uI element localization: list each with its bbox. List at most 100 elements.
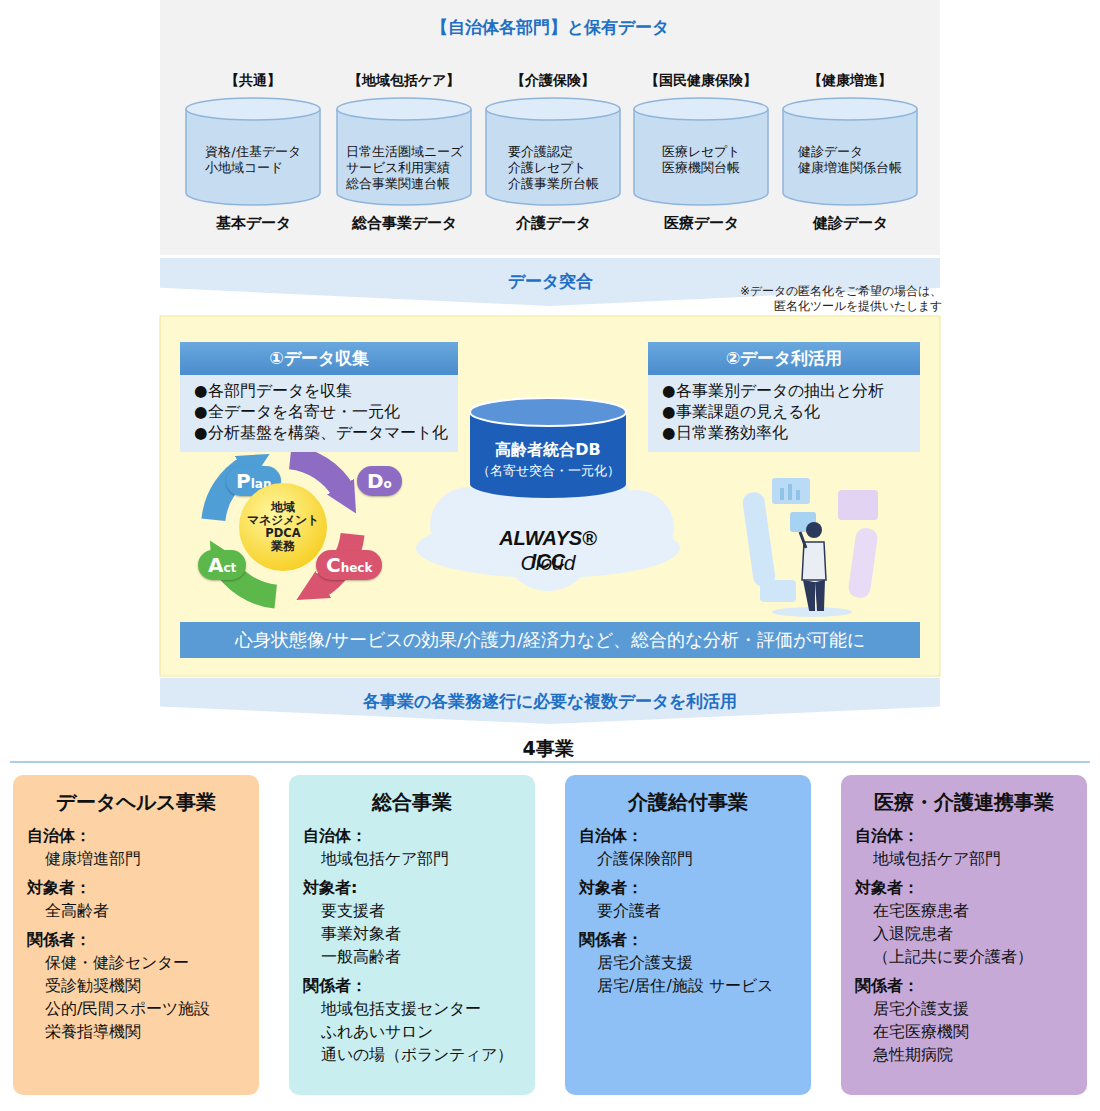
field-value: 地域包括ケア部門 <box>855 847 1073 870</box>
field-value: 地域包括支援センター ふれあいサロン 通いの場（ボランティア） <box>303 997 521 1066</box>
data-category: 医療データ <box>625 214 777 233</box>
text-line: 介護保険部門 <box>597 847 797 870</box>
field-label: 関係者： <box>855 976 1073 997</box>
text-line: 介護レセプト <box>508 160 599 176</box>
pdca-center: 地域 マネジメント PDCA 業務 <box>247 501 319 553</box>
field-value: 在宅医療患者 入退院患者 （上記共に要介護者） <box>855 899 1073 968</box>
pill-node: Check <box>316 550 382 580</box>
bar-node: 心身状態像/サービスの効果/介護力/経済力など、総合的な分析・評価が可能に <box>180 622 920 658</box>
text-line: 全高齢者 <box>45 899 245 922</box>
text-line: ●分析基盤を構築、データマート化 <box>194 423 444 444</box>
cloud-shape <box>416 457 680 591</box>
pdca-step: Do <box>367 466 392 499</box>
field-label: 自治体： <box>27 826 245 847</box>
data-items: 健診データ 健康増進関係台帳 <box>798 144 902 176</box>
data-category: 基本データ <box>177 214 329 233</box>
text-line: データヘルス事業 <box>27 789 245 816</box>
text-line: 居宅介護支援 <box>597 951 797 974</box>
field-label: 対象者： <box>27 878 245 899</box>
text-line: 急性期病院 <box>873 1043 1073 1066</box>
department-header: 【健康増進】 <box>770 72 930 90</box>
text-line: ●事業課題の見える化 <box>662 402 906 423</box>
field-label: 自治体： <box>303 826 521 847</box>
text-line: 受診勧奨機関 <box>45 974 245 997</box>
text-line: 医療・介護連携事業 <box>855 789 1073 816</box>
text-line: 公的/民間スポーツ施設 <box>45 997 245 1020</box>
text-line: Cloud <box>438 551 658 575</box>
text-line: ●各部門データを収集 <box>194 381 444 402</box>
field-label: 関係者： <box>303 976 521 997</box>
text-line: 【健康増進】 <box>770 72 930 90</box>
text-line: ②データ利活用 <box>648 342 920 375</box>
text-line: Act <box>208 550 236 583</box>
text-line: 医療機関台帳 <box>662 160 740 176</box>
text-line: Do <box>367 466 392 499</box>
text-line: マネジメント <box>247 514 319 527</box>
text-line: 介護給付事業 <box>579 789 797 816</box>
data-items: 医療レセプト 医療機関台帳 <box>662 144 740 176</box>
ibox-node: ①データ収集 ●各部門データを収集●全データを名寄せ・一元化●分析基盤を構築、デー… <box>180 342 458 452</box>
text-line: 日常生活圏域ニーズ <box>346 144 463 160</box>
text-line: 【介護保険】 <box>473 72 633 90</box>
section-heading: 4事業 <box>490 736 606 762</box>
text-line: ふれあいサロン <box>321 1020 521 1043</box>
ibox-node: ②データ利活用 ●各事業別データの抽出と分析●事業課題の見える化●日常業務効率化 <box>648 342 920 452</box>
bullet-item: ●事業課題の見える化 <box>662 402 906 423</box>
text-line: 【国民健康保険】 <box>621 72 781 90</box>
text-line: ●日常業務効率化 <box>662 423 906 444</box>
field-label: 自治体： <box>579 826 797 847</box>
panel-title: 【自治体各部門】と保有データ <box>160 16 940 39</box>
field-value: 居宅介護支援 居宅/居住/施設 サービス <box>579 951 797 997</box>
text-line: 自治体： <box>303 826 521 847</box>
yellow-panel <box>160 316 940 676</box>
bullet-item: ●各部門データを収集 <box>194 381 444 402</box>
text-line: 地域包括支援センター <box>321 997 521 1020</box>
text-line: サービス利用実績 <box>346 160 463 176</box>
text-line: 対象者： <box>855 878 1073 899</box>
text-line: 高齢者統合DB <box>468 440 628 461</box>
data-items: 要介護認定 介護レセプト 介護事業所台帳 <box>508 144 599 192</box>
text-line: 関係者： <box>303 976 521 997</box>
text-line: 通いの場（ボランティア） <box>321 1043 521 1066</box>
circ-node: 地域 マネジメント PDCA 業務 <box>239 483 327 571</box>
text-line: 要支援者 <box>321 899 521 922</box>
band-node: データ突合 <box>160 258 940 306</box>
text-line: 在宅医療患者 <box>873 899 1073 922</box>
pdca-step: Check <box>326 550 372 583</box>
text-line: 介護事業所台帳 <box>508 176 599 192</box>
text-line: 入退院患者 <box>873 922 1073 945</box>
database-note: （名寄せ突合・一元化） <box>468 463 628 480</box>
biz-node: 総合事業自治体：地域包括ケア部門対象者:要支援者 事業対象者 一般高齢者関係者：… <box>289 775 535 1095</box>
text-line: 総合事業 <box>303 789 521 816</box>
text-line: 総合事業データ <box>328 214 480 233</box>
text-line: 関係者： <box>27 930 245 951</box>
text-line: 医療データ <box>625 214 777 233</box>
box-header: ①データ収集 <box>180 342 458 375</box>
bullet-item: ●各事業別データの抽出と分析 <box>662 381 906 402</box>
text-line: 地域 <box>247 501 319 514</box>
text-line: ●各事業別データの抽出と分析 <box>662 381 906 402</box>
text-line: PDCA <box>247 527 319 540</box>
field-value: 居宅介護支援 在宅医療機関 急性期病院 <box>855 997 1073 1066</box>
text-line: 匿名化ツールを提供いたします <box>660 299 942 314</box>
text-line: 健康増進関係台帳 <box>798 160 902 176</box>
business-title: 介護給付事業 <box>579 789 797 816</box>
text-line: ①データ収集 <box>180 342 458 375</box>
text-line: 【自治体各部門】と保有データ <box>160 16 940 39</box>
bullet-item: ●全データを名寄せ・一元化 <box>194 402 444 423</box>
data-category: 総合事業データ <box>328 214 480 233</box>
field-value: 介護保険部門 <box>579 847 797 870</box>
text-line: 関係者： <box>855 976 1073 997</box>
field-value: 要支援者 事業対象者 一般高齢者 <box>303 899 521 968</box>
text-line: 総合事業関連台帳 <box>346 176 463 192</box>
summary-band: 心身状態像/サービスの効果/介護力/経済力など、総合的な分析・評価が可能に <box>235 628 865 652</box>
text-line: 各事業の各業務遂行に必要な複数データを利活用 <box>160 690 940 713</box>
text-line: 【共通】 <box>173 72 333 90</box>
data-category: 健診データ <box>774 214 926 233</box>
cyl-node: 【介護保険】要介護認定 介護レセプト 介護事業所台帳介護データ <box>483 70 623 245</box>
text-line: 介護データ <box>477 214 629 233</box>
field-value: 全高齢者 <box>27 899 245 922</box>
box-header: ②データ利活用 <box>648 342 920 375</box>
text-line: 事業対象者 <box>321 922 521 945</box>
text-line: 4事業 <box>490 736 606 762</box>
